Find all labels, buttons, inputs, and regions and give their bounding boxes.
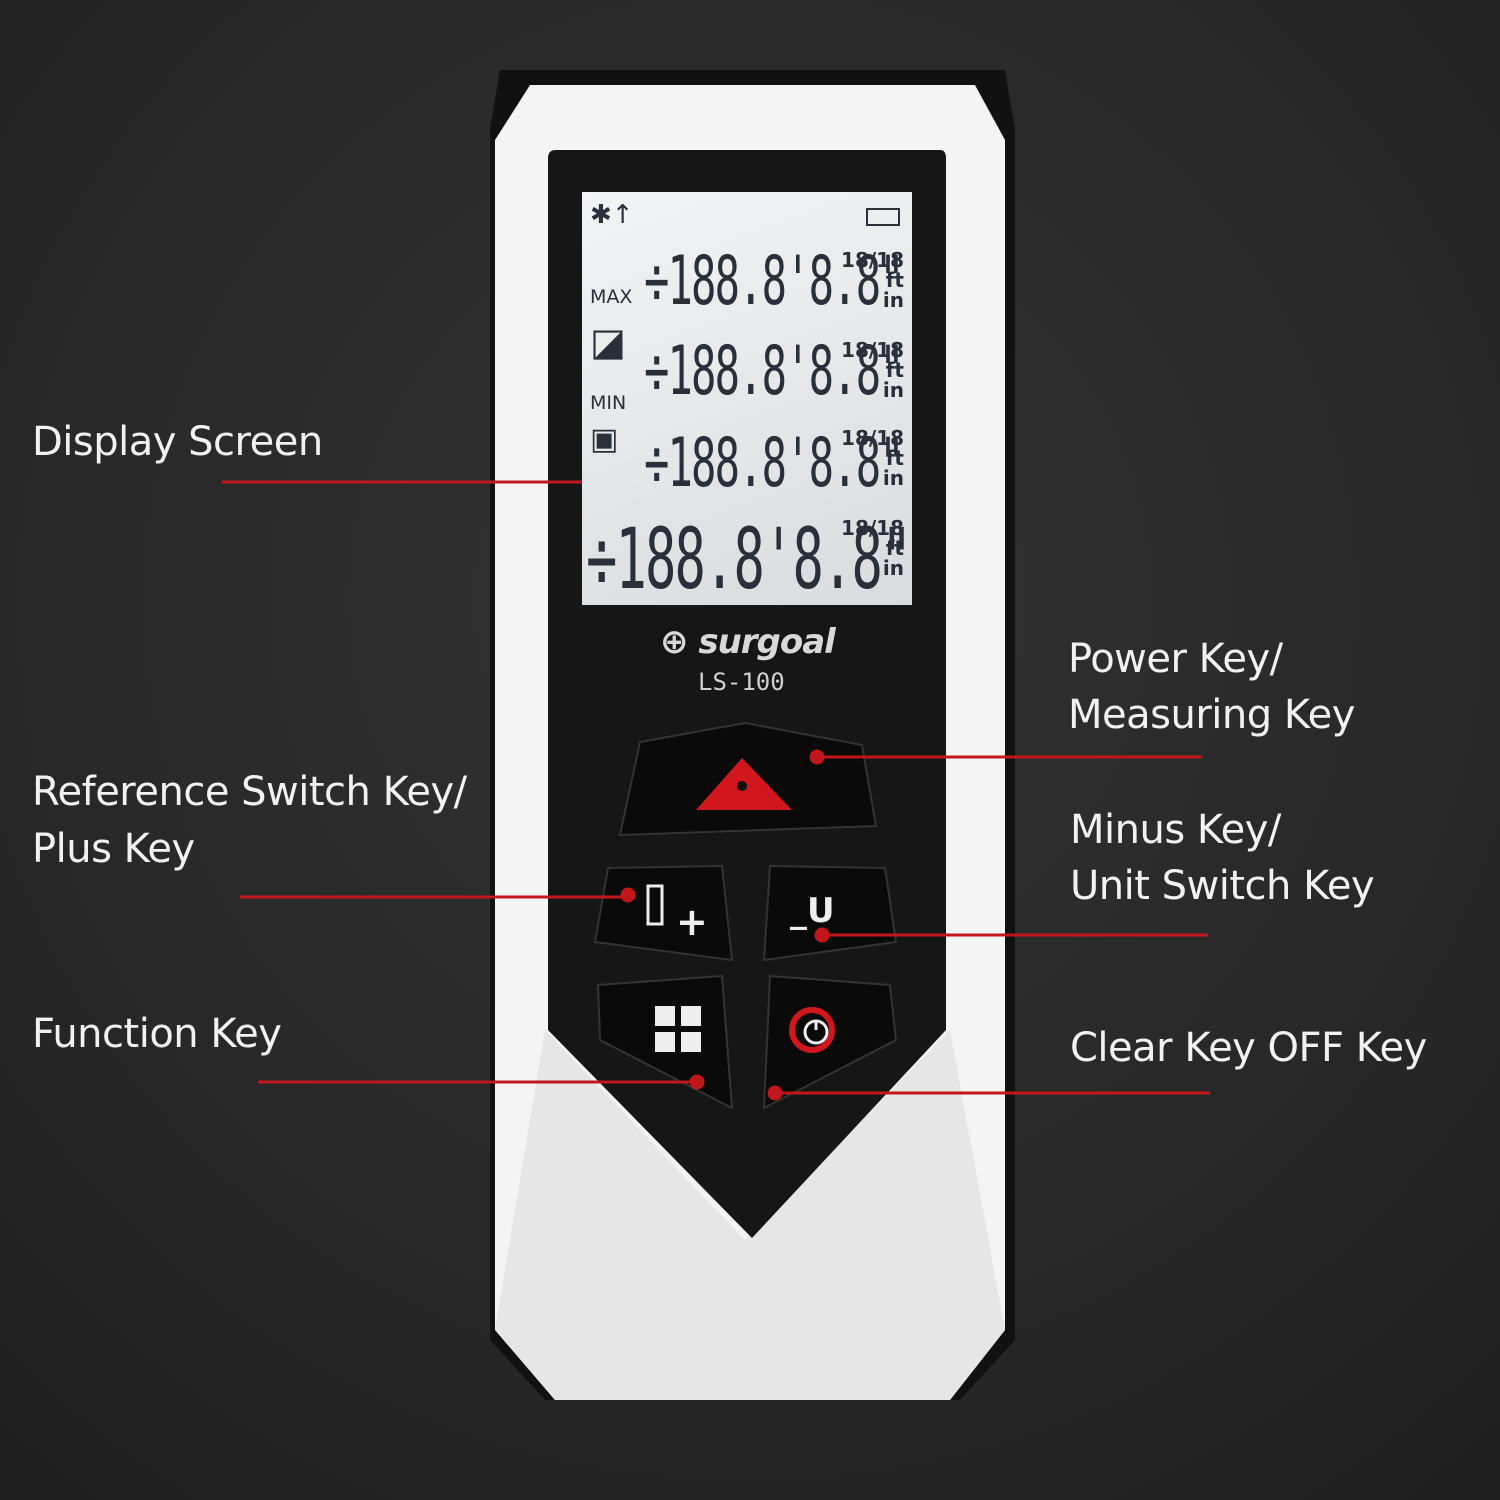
unit-ft: ft [885,446,904,470]
brand-mark-icon: ⊕ [660,622,699,662]
label-reference-switch-1: Reference Switch Key/ [32,769,467,815]
unit-ft: ft [885,268,904,292]
label-clear-key: Clear Key OFF Key [1070,1025,1427,1071]
label-display-screen: Display Screen [32,419,323,465]
max-indicator: MAX [590,286,633,308]
unit-ft: ft [885,358,904,382]
lcd-row-3: ÷188.8'8.8" [644,424,905,503]
lcd-row-2: ÷188.8'8.8" [644,332,905,411]
label-power-key-1: Power Key/ [1068,636,1283,682]
minus-unit-icon: _U [790,891,835,931]
unit-ft: ft [885,536,904,560]
unit-in: in [882,466,904,490]
save-icon: ▣ [590,422,619,457]
unit-fraction: 18/18 [841,248,904,272]
area-volume-icon: ◪ [590,320,626,364]
unit-in: in [882,556,904,580]
brand-logo: ⊕ surgoal [660,622,836,662]
brand-name: surgoal [698,622,836,662]
min-indicator: MIN [590,392,627,414]
grid-icon [655,1006,701,1052]
label-minus-key-2: Unit Switch Key [1070,863,1375,909]
plus-icon: + [676,900,708,944]
power-icon [789,1007,835,1053]
display-screen: ✱↑ MAX ◪ MIN ▣ ÷188.8'8.8" ÷188.8'8.8" ÷… [582,192,912,608]
lcd-row-1: ÷188.8'8.8" [644,242,905,321]
unit-in: in [882,288,904,312]
unit-fraction: 18/18 [841,338,904,362]
reference-icon [646,884,664,926]
unit-fraction: 18/18 [841,426,904,450]
clear-off-key[interactable] [762,974,898,1110]
label-power-key-2: Measuring Key [1068,692,1355,738]
unit-in: in [882,378,904,402]
label-reference-switch-2: Plus Key [32,826,195,872]
label-function-key: Function Key [32,1011,282,1057]
label-minus-key-1: Minus Key/ [1070,807,1281,853]
battery-icon [866,208,900,226]
unit-fraction: 18/18 [841,516,904,540]
model-number: LS-100 [698,668,785,696]
laser-reference-icon: ✱↑ [590,200,634,230]
power-measure-key[interactable] [618,721,878,837]
lcd-row-4: ÷188.8'8.8" [586,510,912,608]
